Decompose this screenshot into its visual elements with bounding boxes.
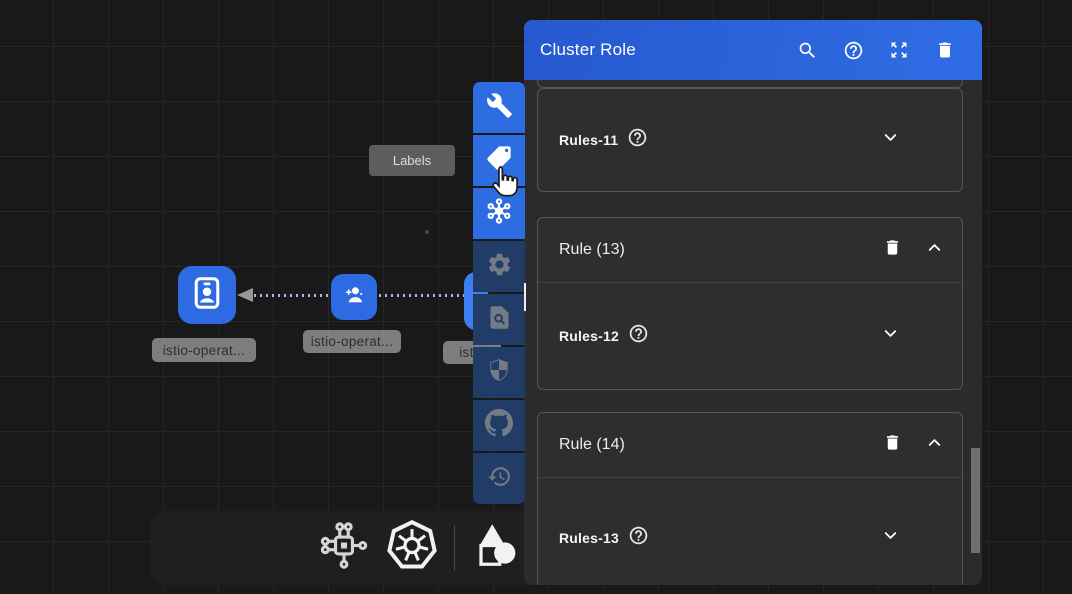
rules-11-card: Rules-11 (537, 88, 963, 192)
rule-card-partial (537, 80, 963, 88)
kubernetes-icon[interactable] (384, 518, 440, 579)
edge-dotted-b-to-a (254, 294, 331, 297)
wrench-icon (486, 92, 513, 124)
rule-14-card: Rule (14) Rules-13 (537, 412, 963, 585)
chevron-up-icon[interactable] (925, 433, 944, 457)
github-tool-button[interactable] (473, 400, 525, 451)
delete-icon[interactable] (934, 39, 956, 61)
history-icon (487, 464, 512, 494)
search-icon[interactable] (796, 39, 818, 61)
edge-dotted-c-to-b (379, 294, 466, 297)
network-icon[interactable] (315, 517, 373, 580)
user-plus-icon (340, 281, 368, 314)
canvas-dot (425, 230, 429, 234)
settings-tool-button[interactable] (473, 241, 525, 292)
doc-search-tool-button[interactable] (473, 294, 525, 345)
panel-edge-highlight (524, 283, 526, 311)
edge-arrowhead (237, 288, 253, 302)
help-circle-icon[interactable] (627, 127, 648, 153)
id-badge-icon (188, 274, 226, 317)
rule-title: Rule (13) (559, 241, 625, 258)
panel-body: Rules-11 Rule (13) (524, 80, 982, 585)
github-icon (485, 409, 513, 442)
hub-tool-button[interactable] (473, 188, 525, 239)
hub-icon (484, 196, 514, 231)
node-istio-operator-badge[interactable] (178, 266, 236, 324)
chevron-down-icon[interactable] (881, 324, 900, 348)
panel-title: Cluster Role (540, 40, 636, 59)
shield-icon (486, 357, 512, 388)
chevron-down-icon[interactable] (881, 526, 900, 550)
rule-title: Rule (14) (559, 436, 625, 453)
doc-search-icon (486, 304, 513, 336)
hand-cursor (488, 164, 519, 207)
node-label: istio-operat... (152, 338, 256, 362)
panel-scrollbar[interactable] (971, 448, 980, 553)
help-circle-icon[interactable] (628, 525, 649, 551)
side-toolbar (473, 82, 525, 504)
panel-header: Cluster Role (524, 20, 982, 80)
field-label: Rules-11 (559, 132, 619, 148)
node-label: istio-operat... (303, 330, 401, 353)
chevron-up-icon[interactable] (925, 238, 944, 262)
trash-icon[interactable] (883, 433, 902, 457)
history-tool-button[interactable] (473, 453, 525, 504)
help-icon[interactable] (842, 39, 864, 61)
chevron-down-icon[interactable] (881, 128, 900, 152)
field-label: Rules-12 (559, 328, 619, 344)
gear-icon (486, 251, 513, 283)
node-istio-operator-user[interactable] (331, 274, 377, 320)
labels-tooltip: Labels (369, 145, 455, 176)
field-label: Rules-13 (559, 530, 619, 546)
shapes-icon[interactable] (466, 516, 526, 581)
security-tool-button[interactable] (473, 347, 525, 398)
help-circle-icon[interactable] (628, 323, 649, 349)
trash-icon[interactable] (883, 238, 902, 262)
cluster-role-panel: Cluster Role (524, 20, 982, 585)
toolbar-divider (454, 525, 455, 571)
wrench-tool-button[interactable] (473, 82, 525, 133)
rule-13-card: Rule (13) Rules-12 (537, 217, 963, 390)
expand-icon[interactable] (888, 39, 910, 61)
label-tag-icon (485, 144, 513, 177)
